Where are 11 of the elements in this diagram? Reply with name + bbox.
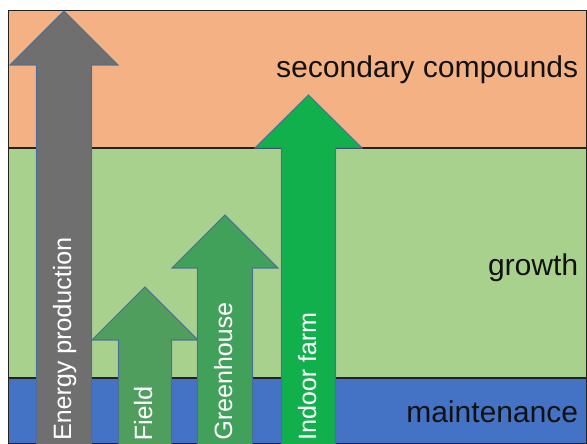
arrow-label: Energy production: [51, 237, 76, 440]
arrow-shaped-box: [255, 95, 362, 444]
band-label: maintenance: [406, 398, 578, 428]
arrow-label: Indoor farm: [296, 312, 320, 440]
arrow-shaped-box: [10, 11, 118, 444]
arrow-shaped-box: [92, 287, 198, 444]
arrow-label: Field: [132, 386, 157, 440]
arrow-label: Greenhouse: [212, 302, 237, 440]
band-label: secondary compounds: [276, 53, 578, 83]
band-label: growth: [488, 251, 578, 281]
arrow-shaped-box: [172, 215, 278, 444]
